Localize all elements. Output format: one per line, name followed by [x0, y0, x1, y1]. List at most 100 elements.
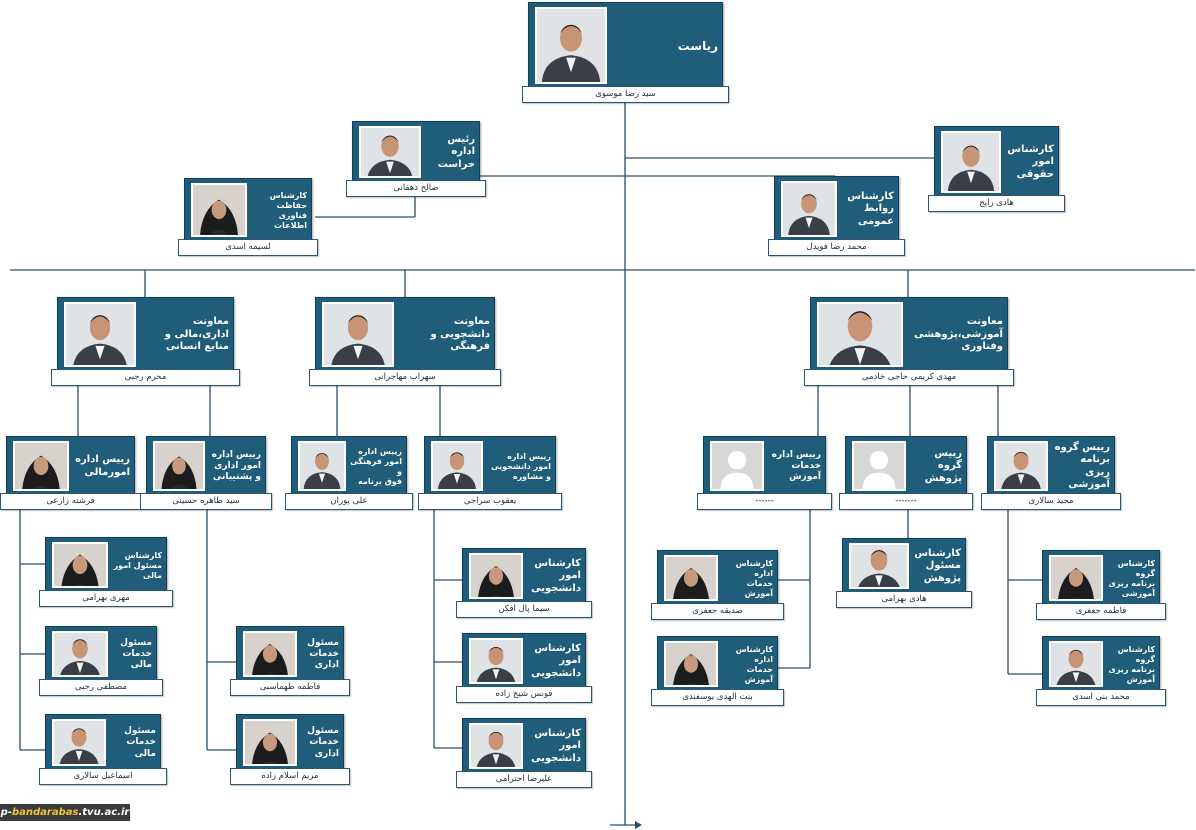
node-box: کارشناس گروه برنامه ریزی آموزش [1042, 636, 1160, 694]
org-node-research-head: رییس گروه پژوهش------- [839, 436, 973, 510]
node-box: رییس گروه برنامه ریزی آموزشی [987, 436, 1115, 498]
site-watermark: p-bandarabas.tvu.ac.ir [0, 804, 130, 821]
node-person-name: مهدی کریمی حاجی خادمی [804, 369, 1014, 386]
org-node-student-expert2: کارشناس امور دانشجویی قونس شیخ زاده [456, 633, 592, 703]
person-photo [52, 631, 108, 677]
person-photo [469, 723, 523, 769]
node-person-name: علی پوران [285, 493, 413, 510]
node-person-name: محرم رجبی [51, 369, 240, 386]
node-title: کارشناس حفاظت فناوری اطلاعات [269, 190, 307, 230]
node-box: مسئول خدمات مالی [45, 714, 161, 773]
person-photo [298, 441, 346, 491]
node-box: رییس گروه پژوهش [845, 436, 967, 498]
node-box: ریاست [528, 2, 723, 91]
person-photo [469, 638, 523, 684]
person-photo [52, 542, 108, 588]
node-person-name: ------- [839, 493, 973, 510]
node-title: رئیس اداره حراست [437, 133, 475, 170]
node-box: رییس اداره امورمالی [6, 436, 135, 498]
node-person-name: علیرضا احترامی [456, 771, 592, 788]
node-box: مسئول خدمات اداری [236, 714, 344, 773]
person-photo [52, 719, 106, 766]
node-box: معاونت دانشجویی و فرهنگی [315, 297, 495, 374]
org-node-legal: کارشناس امور حقوقی هادی رایج [928, 126, 1065, 212]
person-photo [781, 181, 837, 237]
node-title: کارشناس اداره خدمات آموزش [735, 644, 773, 684]
node-title: ریاست [677, 38, 718, 53]
node-title: کارشناس امور حقوقی [1007, 143, 1054, 180]
node-box: رییس اداره خدمات آموزش [703, 436, 826, 498]
node-title: رییس اداره امور دانشجویی و مشاوره [491, 451, 551, 481]
node-person-name: هادی رایج [928, 195, 1065, 212]
org-node-planning-expert2: کارشناس گروه برنامه ریزی آموزش محمد بنی ا… [1036, 636, 1166, 706]
node-title: کارشناس امور دانشجویی [531, 557, 581, 594]
node-title: معاونت آموزشی،پژوهشی وفناوری [914, 316, 1003, 353]
node-person-name: سیما پال افکن [456, 601, 592, 618]
person-photo [64, 302, 136, 367]
person-photo [243, 631, 297, 677]
node-person-name: بنت الهدی یوسفندی [651, 689, 784, 706]
node-person-name: مجید سالاری [981, 493, 1121, 510]
person-photo [817, 302, 903, 367]
node-person-name: مصطفی رجبی [39, 679, 163, 696]
org-node-it-security: کارشناس حفاظت فناوری اطلاعات لسیمه اسدی [178, 178, 318, 256]
person-photo [1049, 641, 1103, 687]
node-title: مسئول خدمات اداری [307, 637, 339, 671]
person-photo [469, 553, 523, 599]
node-person-name: اسماعیل سالاری [39, 768, 167, 785]
node-person-name: فرشته زارعی [0, 493, 141, 510]
node-person-name: صدیقه جعفری [651, 603, 784, 620]
node-title: کارشناس گروه برنامه ریزی آموزش [1108, 644, 1156, 684]
node-person-name: قونس شیخ زاده [456, 686, 592, 703]
node-title: کارشناس اداره خدمات آموزش [735, 558, 773, 598]
node-title: رییس اداره خدمات آموزش [771, 449, 821, 483]
person-photo [431, 441, 483, 491]
org-node-edu-expert2: کارشناس اداره خدمات آموزش بنت الهدی یوسفن… [651, 636, 784, 706]
org-node-vp-education: معاونت آموزشی،پژوهشی وفناوری مهدی کریمی ح… [804, 297, 1014, 386]
person-photo [994, 441, 1048, 491]
node-title: کارشناس امور دانشجویی [531, 642, 581, 679]
node-person-name: محمد بنی اسدی [1036, 689, 1166, 706]
person-photo [849, 543, 909, 589]
node-box: کارشناس امور دانشجویی [462, 718, 586, 776]
node-box: معاونت اداری،مالی و منابع انسانی [57, 297, 234, 374]
node-box: کارشناس اداره خدمات آموزش [657, 550, 778, 608]
person-photo [243, 719, 297, 766]
node-box: رییس اداره امور دانشجویی و مشاوره [424, 436, 556, 498]
node-box: کارشناس اداره خدمات آموزش [657, 636, 778, 694]
node-person-name: لسیمه اسدی [178, 239, 318, 256]
node-box: کارشناس گروه برنامه ریزی آموزشی [1042, 550, 1160, 608]
person-photo [191, 183, 247, 237]
node-box: کارشناس امور دانشجویی [462, 548, 586, 606]
node-box: کارشناس روابط عمومی [774, 176, 899, 244]
person-photo [322, 302, 394, 367]
node-title: کارشناس گروه برنامه ریزی آموزشی [1108, 558, 1156, 598]
node-person-name: سید رضا موسوی [522, 86, 729, 103]
person-photo [941, 131, 1001, 193]
node-person-name: فاطمه طهماسبی [230, 679, 350, 696]
node-person-name: محمد رضا فویدل [768, 239, 905, 256]
node-box: معاونت آموزشی،پژوهشی وفناوری [810, 297, 1008, 374]
person-photo [359, 126, 421, 178]
node-box: کارشناس امور دانشجویی [462, 633, 586, 691]
person-photo [153, 441, 205, 491]
org-node-finance-head: رییس اداره امورمالی فرشته زارعی [0, 436, 141, 510]
node-title: رییس اداره امورمالی [75, 454, 130, 478]
node-box: کارشناس حفاظت فناوری اطلاعات [184, 178, 312, 244]
org-node-student-expert1: کارشناس امور دانشجویی سیما پال افکن [456, 548, 592, 618]
node-person-name: سهراب مهاجرانی [309, 369, 501, 386]
node-person-name: مهری بهرامی [39, 590, 173, 607]
node-box: کارشناس مسئول پژوهش [842, 538, 966, 596]
